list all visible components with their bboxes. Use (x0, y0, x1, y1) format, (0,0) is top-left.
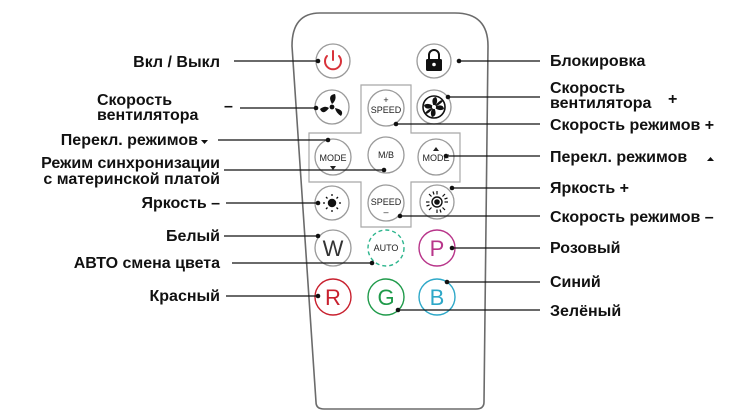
speed-down-text: SPEED (371, 197, 402, 207)
label-white: Белый (166, 228, 220, 245)
label-mode-switch-up: Перекл. режимов (550, 149, 687, 166)
triangle-down-small-icon (201, 140, 208, 144)
fan-fast-icon (422, 95, 446, 119)
label-mode-switch-down: Перекл. режимов (61, 132, 198, 149)
center-cross-plate (308, 84, 461, 228)
label-sync-mode-line1: Режим синхронизации (41, 155, 220, 172)
mode-speed-up-button[interactable]: + SPEED (367, 89, 405, 127)
power-button[interactable] (315, 43, 351, 79)
triangle-up-icon (433, 147, 439, 151)
leader-lines-left (218, 58, 387, 299)
mode-switch-down-button[interactable]: MODE (314, 138, 352, 176)
label-brightness-down: Яркость – (141, 195, 220, 212)
label-fan-speed-down-sign: – (224, 98, 233, 115)
label-sync-mode-line2: с материнской платой (43, 171, 220, 188)
sun-bright-icon (426, 191, 448, 213)
w-letter: W (323, 236, 344, 261)
power-icon (324, 50, 342, 71)
lock-button[interactable] (416, 43, 452, 79)
label-fan-speed-up-line2: вентилятора (550, 95, 652, 112)
label-fan-speed-up-sign: + (668, 91, 677, 108)
triangle-up-small-icon (707, 157, 714, 161)
mode-right-text: MODE (423, 153, 450, 163)
label-mode-speed-down: Скорость режимов – (550, 209, 714, 226)
motherboard-sync-button[interactable]: M/B (367, 136, 405, 174)
mode-left-text: MODE (320, 153, 347, 163)
r-letter: R (325, 285, 341, 310)
speed-up-sign: + (383, 95, 388, 105)
g-letter: G (377, 285, 394, 310)
blue-button[interactable]: B (418, 278, 456, 316)
white-button[interactable]: W (314, 229, 352, 267)
brightness-up-button[interactable] (419, 184, 455, 220)
mode-switch-up-button[interactable]: MODE (417, 138, 455, 176)
auto-text: AUTO (374, 243, 399, 253)
fan-slow-icon (320, 94, 343, 116)
label-lock: Блокировка (550, 53, 645, 70)
label-fan-speed-up-line1: Скорость (550, 80, 625, 97)
b-letter: B (430, 285, 445, 310)
sun-dim-icon (323, 194, 341, 212)
label-auto-color: АВТО смена цвета (74, 255, 220, 272)
label-green: Зелёный (550, 303, 621, 320)
speed-up-text: SPEED (371, 105, 402, 115)
label-pink: Розовый (550, 240, 621, 257)
mode-speed-down-button[interactable]: SPEED – (367, 184, 405, 222)
triangle-down-icon (330, 166, 336, 170)
leader-lines-right (393, 58, 540, 313)
label-red: Красный (150, 288, 221, 305)
pink-button[interactable]: P (418, 229, 456, 267)
label-fan-speed-down-line1: Скорость (97, 92, 172, 109)
label-power: Вкл / Выкл (133, 54, 220, 71)
auto-color-button[interactable]: AUTO (367, 229, 405, 267)
fan-speed-up-button[interactable] (416, 89, 452, 125)
mb-text: M/B (378, 150, 394, 160)
label-brightness-up: Яркость + (550, 180, 629, 197)
label-fan-speed-down-line2: вентилятора (97, 107, 199, 124)
padlock-icon (426, 49, 442, 71)
green-button[interactable]: G (367, 278, 405, 316)
p-letter: P (430, 236, 445, 261)
fan-speed-down-button[interactable] (314, 89, 350, 125)
red-button[interactable]: R (314, 278, 352, 316)
speed-down-sign: – (383, 207, 388, 217)
label-mode-speed-up: Скорость режимов + (550, 117, 714, 134)
label-blue: Синий (550, 274, 601, 291)
